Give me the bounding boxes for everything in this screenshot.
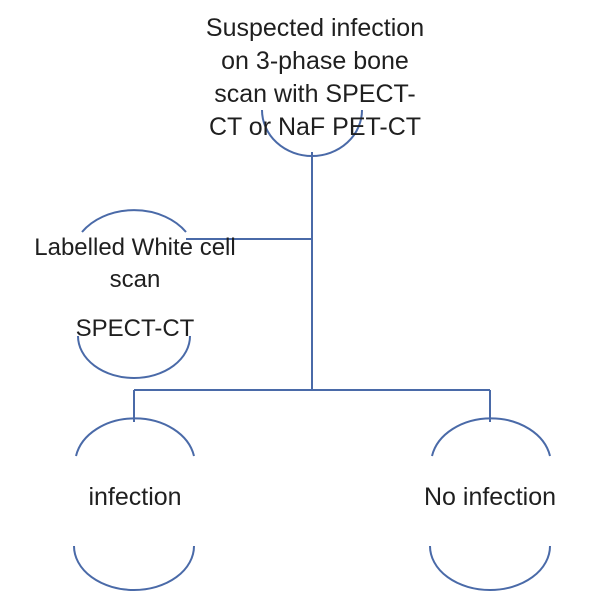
no-infection-label: No infection: [423, 483, 557, 511]
white-cell-scan-label: Labelled White cell scan: [34, 234, 236, 293]
no-infection-node-top-arc: [431, 417, 551, 457]
infection-node-bottom-arc: [73, 545, 195, 591]
wbc-node-bottom-arc: [77, 335, 191, 379]
suspected-infection-label: Suspected infection on 3-phase bone scan…: [205, 14, 425, 141]
infection-node-top-arc: [75, 417, 195, 457]
wbc-node-top-arc: [81, 209, 187, 233]
infection-label: infection: [88, 483, 182, 511]
no-infection-node-bottom-arc: [429, 545, 551, 591]
white-cell-scan-sublabel: SPECT-CT: [75, 315, 195, 342]
